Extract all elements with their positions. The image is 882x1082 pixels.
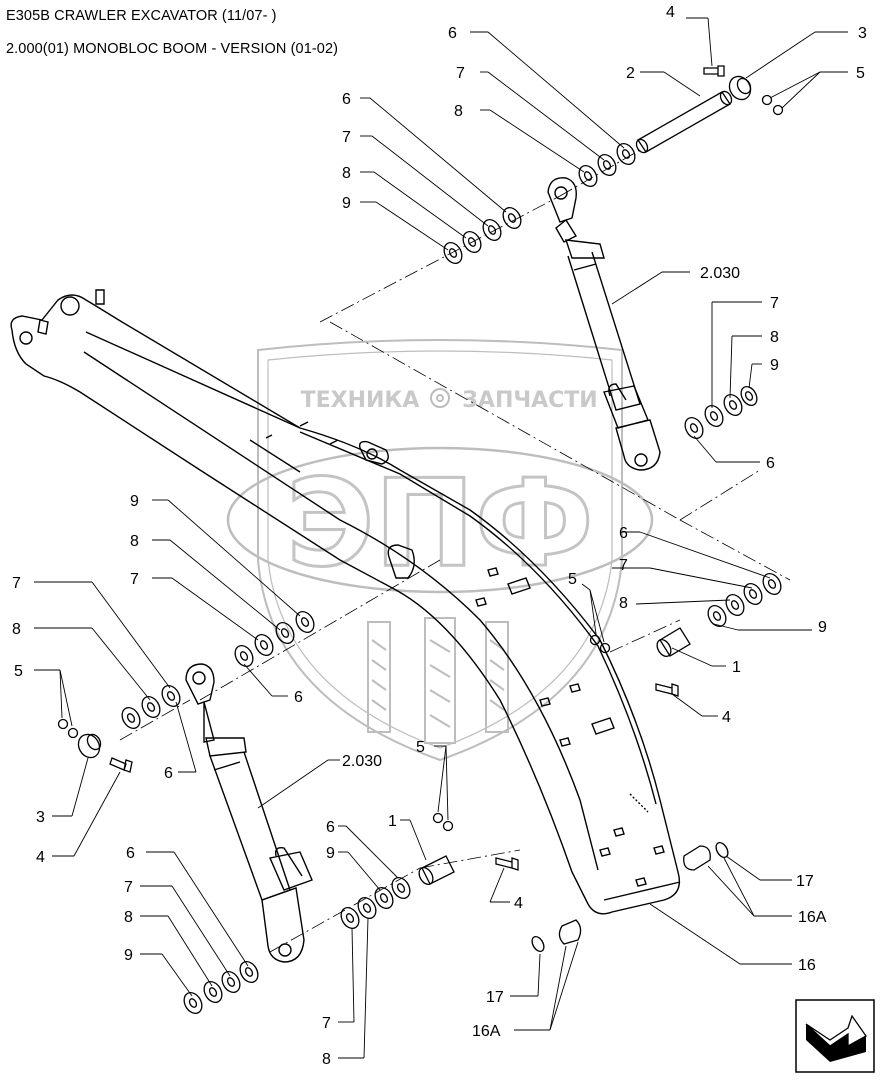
hardware-parts	[57, 65, 784, 1014]
section-title: 2.000(01) MONOBLOC BOOM - VERSION (01-02…	[6, 41, 339, 57]
callout-2030: 2.030	[342, 753, 382, 770]
callout-5: 5	[568, 571, 577, 588]
callout-17: 17	[486, 989, 504, 1006]
callout-6: 6	[619, 525, 628, 542]
callout-5: 5	[14, 663, 23, 680]
callout-6: 6	[164, 765, 173, 782]
callout-7: 7	[12, 575, 21, 592]
callout-8: 8	[130, 533, 139, 550]
callout-labels: 4 3 6 2 7 5 8 6 7 8 9 2.030 7 8 9 6 9 6 …	[12, 4, 867, 1068]
callout-16a: 16A	[798, 909, 827, 926]
callout-5: 5	[856, 65, 865, 82]
callout-9: 9	[770, 357, 779, 374]
leader-lines	[34, 17, 848, 1059]
monobloc-boom	[10, 289, 681, 915]
callout-1: 1	[732, 659, 741, 676]
boom-cylinder-upper	[547, 177, 661, 471]
callout-8: 8	[454, 103, 463, 120]
callout-6: 6	[326, 819, 335, 836]
callout-6: 6	[448, 25, 457, 42]
callout-4: 4	[514, 895, 523, 912]
callout-9: 9	[818, 619, 827, 636]
callout-9: 9	[326, 845, 335, 862]
callout-3: 3	[858, 25, 867, 42]
callout-7: 7	[124, 879, 133, 896]
callout-6: 6	[294, 689, 303, 706]
callout-8: 8	[342, 165, 351, 182]
callout-4: 4	[666, 4, 675, 21]
callout-6: 6	[342, 91, 351, 108]
callout-7: 7	[770, 295, 779, 312]
watermark	[226, 339, 654, 762]
callout-2030: 2.030	[700, 265, 740, 282]
callout-7: 7	[619, 557, 628, 574]
callout-9: 9	[342, 195, 351, 212]
callout-8: 8	[12, 621, 21, 638]
callout-8: 8	[322, 1051, 331, 1068]
callout-5: 5	[416, 739, 425, 756]
boom-cylinder-lower	[185, 663, 313, 963]
callout-9: 9	[130, 493, 139, 510]
callout-7: 7	[456, 65, 465, 82]
callout-8: 8	[619, 595, 628, 612]
callout-7: 7	[342, 129, 351, 146]
callout-16: 16	[798, 957, 816, 974]
next-page-arrow-icon[interactable]	[795, 999, 875, 1073]
watermark-word-left: ТЕХНИКА	[301, 388, 420, 413]
callout-7: 7	[322, 1015, 331, 1032]
callout-4: 4	[722, 709, 731, 726]
callout-7: 7	[130, 571, 139, 588]
callout-9: 9	[124, 947, 133, 964]
callout-3: 3	[36, 809, 45, 826]
callout-2: 2	[626, 65, 635, 82]
callout-1: 1	[388, 813, 397, 830]
callout-17: 17	[796, 873, 814, 890]
callout-6: 6	[126, 845, 135, 862]
callout-16a: 16A	[472, 1023, 501, 1040]
diagram-title: E305B CRAWLER EXCAVATOR (11/07- )	[6, 8, 277, 24]
watermark-letters: ЭПФ	[286, 455, 594, 594]
callout-4: 4	[36, 849, 45, 866]
callout-6: 6	[766, 455, 775, 472]
callout-8: 8	[770, 329, 779, 346]
watermark-word-right: ЗАПЧАСТИ	[462, 388, 597, 413]
callout-8: 8	[124, 909, 133, 926]
